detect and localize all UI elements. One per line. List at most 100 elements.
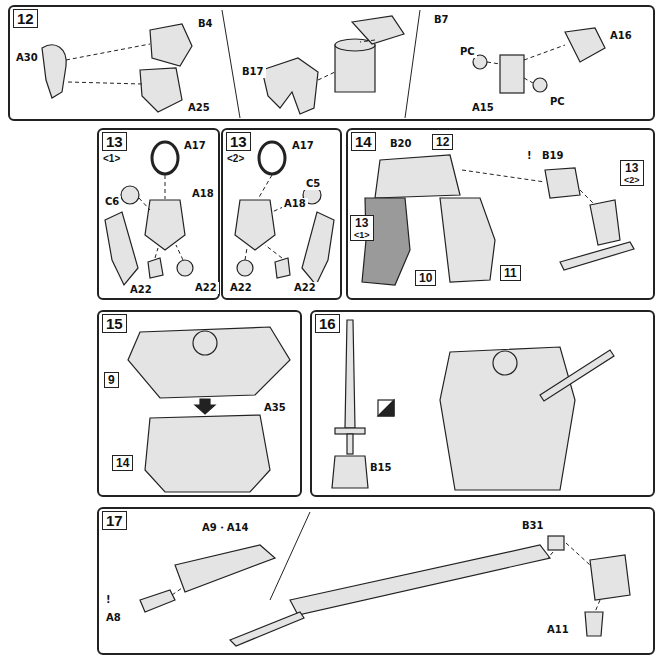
part-drawing [462,170,545,182]
reference-number: 12 [436,135,449,149]
part-label: B19 [540,150,566,162]
reference-variant: <1> [354,230,370,240]
reference-box: 10 [415,270,436,286]
part-drawing [140,68,182,112]
part-drawing [139,198,150,210]
reference-number: 13 [624,161,640,175]
part-drawing [275,258,290,278]
part-drawing [347,434,353,454]
part-drawing [222,10,240,118]
step-17-parts [140,536,630,646]
part-drawing [148,258,163,278]
part-label: A22 [193,282,219,294]
part-drawing [440,347,575,490]
part-drawing [545,168,580,198]
part-drawing [270,512,310,600]
part-drawing [121,186,139,204]
part-drawing [524,78,533,83]
part-label: B7 [432,14,451,26]
part-drawing [235,200,275,250]
part-label: B15 [368,462,394,474]
part-drawing [560,242,634,270]
part-drawing [42,45,66,98]
part-drawing [193,331,217,355]
reference-variant: <2> [624,175,640,185]
part-drawing [177,260,193,276]
step-variant: <1> [103,153,120,165]
step-number: 13 [102,132,127,151]
step-number: 17 [102,511,127,530]
part-drawing [440,198,495,282]
caution-mark: ! [104,594,113,606]
part-drawing [352,16,404,44]
part-label: B31 [520,520,546,532]
part-drawing [580,190,595,205]
part-drawing [548,536,564,550]
part-label: A22 [292,282,318,294]
step-12-dividers [222,10,420,118]
step-panel: 13<1> [97,128,220,300]
part-drawing [345,320,355,428]
part-drawing [259,142,285,174]
part-drawing [165,175,166,199]
part-drawing [175,545,275,592]
part-drawing [335,45,375,92]
part-drawing [360,40,375,42]
part-drawing [68,82,142,84]
step-12-parts [42,16,605,114]
part-label: C6 [103,196,121,208]
part-drawing [230,612,304,646]
part-label: A18 [190,188,216,200]
part-drawing [66,44,150,60]
part-drawing [258,175,272,199]
step-variant: <2> [227,153,244,165]
part-drawing [176,245,183,260]
reference-number: 14 [116,456,129,470]
part-drawing [487,62,500,64]
part-drawing [105,212,138,285]
reference-box: 12 [432,134,453,150]
part-drawing [375,155,460,198]
step-panel: 16 [310,310,655,497]
part-drawing [318,72,335,80]
part-drawing [150,24,192,66]
part-label: A17 [290,140,316,152]
part-drawing [237,260,253,276]
reference-number: 13 [354,216,370,230]
part-drawing [172,588,182,595]
step-17-guides [172,543,600,612]
part-drawing [140,590,175,612]
part-label: B17 [240,66,266,78]
part-drawing [540,350,614,401]
reference-box: 13<2> [620,160,644,186]
step-14-guides [462,170,595,205]
step-panel: 13<2> [221,128,342,300]
step-17-divider [270,512,310,600]
part-drawing [590,200,620,245]
part-label: B20 [388,138,414,150]
part-drawing [362,198,410,285]
part-drawing [145,200,185,250]
step-number: 13 [226,132,251,151]
part-label: A35 [262,402,288,414]
part-label: A18 [282,198,308,210]
part-drawing [565,28,605,62]
part-drawing [524,45,565,60]
part-drawing [493,351,517,375]
reference-box: 9 [104,372,119,388]
step-15-parts [128,327,290,492]
part-drawing [585,612,603,636]
part-drawing [145,415,270,492]
part-label: C5 [304,178,322,190]
part-drawing [302,212,334,285]
step-16-parts [332,320,614,490]
step-panel: 17 [97,507,655,655]
reference-box: 14 [112,455,133,471]
part-drawing [155,248,158,258]
part-drawing [595,600,600,612]
part-drawing [195,399,215,414]
part-label: A16 [608,30,634,42]
reference-box: 13<1> [350,215,374,241]
part-drawing [262,58,318,114]
